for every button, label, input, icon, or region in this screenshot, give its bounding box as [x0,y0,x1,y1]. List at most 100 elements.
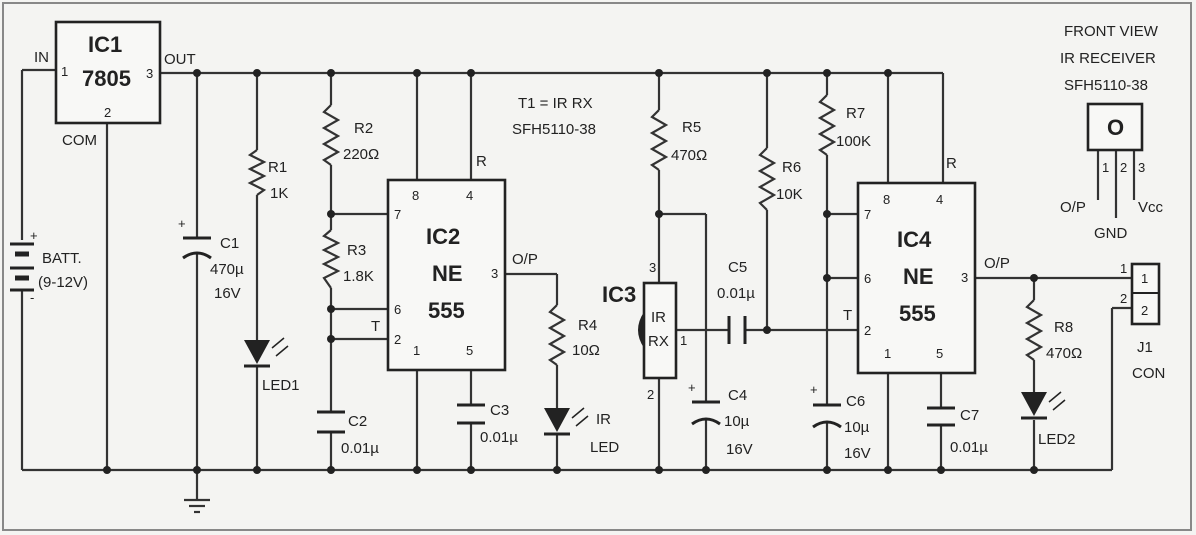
front-title-line1: FRONT VIEW [1064,23,1159,40]
capacitor-c4: + C4 10µ 16V [688,380,753,458]
c6-value: 10µ [844,419,870,436]
ic1-pin-in: 1 [61,64,68,79]
r2-value: 220Ω [343,146,379,163]
ic3-pin1: 1 [680,333,687,348]
ic4-pin1: 1 [884,346,891,361]
j1-pin1-box: 1 [1141,271,1148,286]
battery-voltage: (9-12V) [38,274,88,291]
ic4-line3: 555 [899,301,936,326]
front-view-ir-receiver: FRONT VIEW IR RECEIVER SFH5110-38 O 1 2 … [1060,23,1164,242]
j1-pin1: 1 [1120,261,1127,276]
resistor-r4: R4 10Ω [547,304,600,366]
ic2-pin7: 7 [394,207,401,222]
ic2-timer: IC2 NE 555 8 4 7 6 2 1 5 3 R T O/P [371,153,538,372]
ic1-in-label: IN [34,49,49,66]
ic1-com-label: COM [62,132,97,149]
ic4-timer: IC4 NE 555 8 4 7 6 2 1 5 3 R T O/P [843,155,1010,375]
front-pin3: 3 [1138,160,1145,175]
ic2-pin3: 3 [491,266,498,281]
ic4-op-label: O/P [984,255,1010,272]
c4-name: C4 [728,387,747,404]
ic2-pin6: 6 [394,302,401,317]
ic1-regulator: IC1 7805 IN OUT COM 1 3 2 [34,20,196,149]
ic4-line2: NE [903,264,934,289]
resistor-r5: R5 470Ω [649,109,707,171]
front-title-line3: SFH5110-38 [1064,77,1148,94]
r8-value: 470Ω [1046,345,1082,362]
ic4-pin7: 7 [864,207,871,222]
ic2-op-label: O/P [512,251,538,268]
resistor-r1: R1 1K [247,149,288,202]
irled-line2: LED [590,439,619,456]
ic2-pin4: 4 [466,188,473,203]
c1-plus: + [178,216,186,231]
r6-value: 10K [776,186,803,203]
ic2-line2: NE [432,261,463,286]
ic4-r-label: R [946,155,957,172]
ic3-line2: RX [648,333,669,350]
ic4-pin3: 3 [961,270,968,285]
r8-name: R8 [1054,319,1073,336]
ic4-pin6: 6 [864,271,871,286]
ic3-line1: IR [651,309,666,326]
j1-name: J1 [1137,339,1153,356]
led1-name: LED1 [262,377,300,394]
ic1-pin-out: 3 [146,66,153,81]
c3-value: 0.01µ [480,429,518,446]
ic1-name: IC1 [88,32,122,57]
junctions [103,69,1038,474]
r3-name: R3 [347,242,366,259]
c1-value: 470µ [210,261,244,278]
r5-value: 470Ω [671,147,707,164]
r5-name: R5 [682,119,701,136]
ic3-pin3: 3 [649,260,656,275]
front-vcc-label: Vcc [1138,199,1164,216]
c6-voltage: 16V [844,445,871,462]
r1-name: R1 [268,159,287,176]
c4-voltage: 16V [726,441,753,458]
c5-value: 0.01µ [717,285,755,302]
ic4-pin8: 8 [883,192,890,207]
c2-name: C2 [348,413,367,430]
ic1-pin-com: 2 [104,105,111,120]
front-gnd-label: GND [1094,225,1128,242]
capacitor-c1: + C1 470µ 16V [178,216,244,302]
ic4-t-label: T [843,307,852,324]
c4-plus: + [688,380,696,395]
resistor-r2: R2 220Ω [321,104,379,166]
ic3-name: IC3 [602,282,636,307]
r7-name: R7 [846,105,865,122]
j1-pin2-box: 2 [1141,303,1148,318]
r4-name: R4 [578,317,597,334]
c3-name: C3 [490,402,509,419]
capacitor-c5: C5 0.01µ [717,259,755,344]
ic4-pin4: 4 [936,192,943,207]
ic4-name: IC4 [897,227,932,252]
ic2-r-label: R [476,153,487,170]
capacitor-c2: C2 0.01µ [317,410,379,457]
j1-pin2: 2 [1120,291,1127,306]
battery-plus: + [30,228,38,243]
ic1-part: 7805 [82,66,131,91]
ic2-pin2: 2 [394,332,401,347]
c5-name: C5 [728,259,747,276]
c7-value: 0.01µ [950,439,988,456]
resistor-r6: R6 10K [757,147,803,211]
r3-value: 1.8K [343,268,374,285]
resistor-r8: R8 470Ω [1024,299,1082,362]
ic4-pin5: 5 [936,346,943,361]
ic4-pin2: 2 [864,323,871,338]
r2-name: R2 [354,120,373,137]
led2-name: LED2 [1038,431,1076,448]
ic2-line3: 555 [428,298,465,323]
r6-name: R6 [782,159,801,176]
t1-note-line1: T1 = IR RX [518,95,593,112]
c7-name: C7 [960,407,979,424]
r4-value: 10Ω [572,342,600,359]
c4-value: 10µ [724,413,750,430]
capacitor-c7: C7 0.01µ [927,406,988,456]
r7-value: 100K [836,133,871,150]
